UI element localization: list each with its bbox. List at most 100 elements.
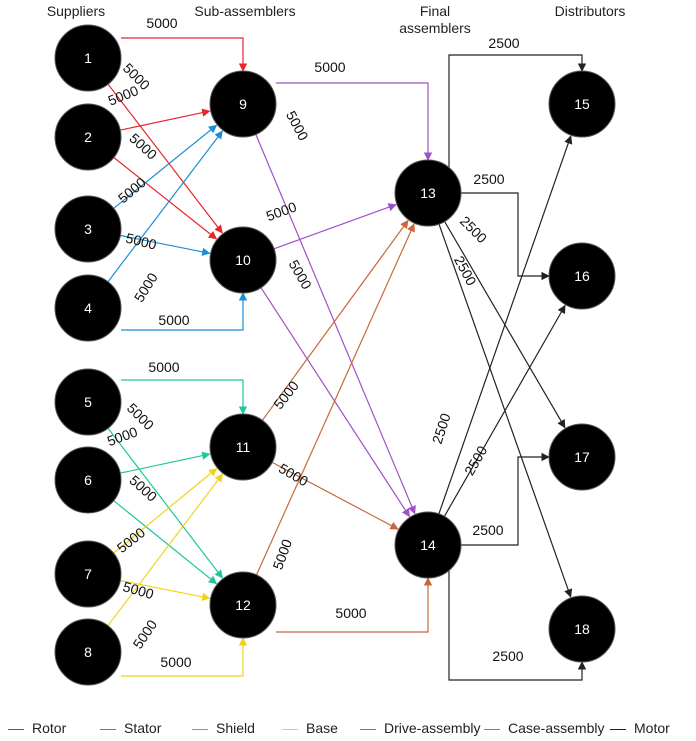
edge-12-to-14	[276, 577, 433, 633]
legend-item-rotor: Rotor	[8, 720, 66, 736]
node-circle-16	[548, 242, 616, 310]
edge-label-10-to-13: 5000	[264, 198, 299, 224]
edge-8-to-11	[107, 473, 224, 627]
node-17: 17	[548, 423, 616, 491]
edge-4-to-10	[121, 292, 248, 331]
edge-4-to-9	[107, 130, 223, 283]
node-label-15: 15	[574, 96, 590, 112]
node-label-2: 2	[84, 129, 92, 145]
edge-label-12-to-13: 5000	[269, 537, 295, 572]
edge-3-to-9	[113, 124, 218, 209]
edge-9-to-13	[276, 82, 433, 161]
legend-swatch-motor	[610, 728, 626, 730]
node-2: 2	[54, 103, 122, 171]
edge-labels-layer: 5000 5000 5000 5000 5000 5000 5000 5000 5000 5000…	[105, 15, 524, 670]
legend-label-stator: Stator	[124, 720, 162, 736]
node-10: 10	[209, 226, 277, 294]
column-header-final-line1: Final	[419, 3, 451, 19]
node-circle-18	[548, 595, 616, 663]
edge-13-to-16	[461, 192, 550, 281]
node-circle-13	[394, 159, 462, 227]
edge-label-14-to-15: 2500	[429, 411, 454, 446]
legend-item-drive-assembly: Drive-assembly	[360, 720, 480, 736]
edge-12-to-13	[255, 223, 415, 576]
edge-label-11-to-13: 5000	[270, 378, 302, 413]
edge-10-to-14	[260, 287, 411, 518]
node-7: 7	[54, 540, 122, 608]
edge-label-14-to-18: 2500	[492, 648, 523, 664]
node-label-9: 9	[239, 96, 247, 112]
node-5: 5	[54, 368, 122, 436]
edge-label-13-to-16: 2500	[473, 171, 504, 187]
node-15: 15	[548, 70, 616, 138]
legend-swatch-stator	[100, 728, 116, 730]
node-8: 8	[54, 618, 122, 686]
edge-label-2-to-10: 5000	[126, 130, 160, 163]
node-3: 3	[54, 195, 122, 263]
edge-2-to-10	[113, 157, 218, 240]
column-header-final-line2: assemblers	[399, 20, 471, 36]
node-12: 12	[209, 571, 277, 639]
column-header-final-assemblers: Final assemblers	[380, 3, 490, 37]
node-label-14: 14	[420, 537, 436, 553]
edge-10-to-13	[273, 203, 397, 250]
edge-11-to-13	[261, 219, 409, 421]
column-header-sub-assemblers: Sub-assemblers	[194, 3, 296, 19]
node-13: 13	[394, 159, 462, 227]
node-label-13: 13	[420, 185, 436, 201]
edge-3-to-10	[120, 234, 211, 256]
edge-1-to-10	[107, 83, 223, 234]
edge-label-3-to-9: 5000	[115, 174, 149, 206]
column-header-distributors: Distributors	[554, 3, 626, 19]
legend: Rotor Stator Shield Base Drive-assembly …	[0, 718, 696, 738]
node-label-6: 6	[84, 472, 92, 488]
node-1: 1	[54, 24, 122, 92]
edge-14-to-18	[448, 570, 587, 681]
node-label-11: 11	[236, 439, 251, 455]
edge-label-10-to-14: 5000	[286, 257, 316, 292]
node-circle-14	[394, 511, 462, 579]
node-circle-17	[548, 423, 616, 491]
node-11: 11	[209, 413, 277, 481]
legend-label-rotor: Rotor	[32, 720, 67, 736]
edges-layer	[107, 37, 587, 681]
node-circle-2	[54, 103, 122, 171]
edge-label-7-to-12: 5000	[121, 578, 156, 602]
edge-label-13-to-17: 2500	[457, 213, 490, 246]
edge-label-6-to-12: 5000	[126, 472, 160, 505]
legend-swatch-rotor	[8, 728, 24, 730]
node-label-5: 5	[84, 394, 92, 410]
node-circle-5	[54, 368, 122, 436]
legend-label-shield: Shield	[216, 720, 255, 736]
legend-label-drive-assembly: Drive-assembly	[384, 720, 481, 736]
legend-label-case-assembly: Case-assembly	[508, 720, 605, 736]
node-label-3: 3	[84, 221, 92, 237]
edge-1-to-9	[121, 37, 248, 72]
edge-6-to-11	[120, 451, 211, 474]
legend-swatch-shield	[192, 728, 208, 730]
node-label-17: 17	[574, 449, 590, 465]
node-label-18: 18	[574, 621, 590, 637]
legend-label-base: Base	[306, 720, 338, 736]
edge-label-13-to-15: 2500	[488, 35, 519, 51]
edge-label-9-to-13: 5000	[314, 59, 345, 75]
node-label-10: 10	[235, 252, 251, 268]
node-circle-3	[54, 195, 122, 263]
node-circle-1	[54, 24, 122, 92]
node-18: 18	[548, 595, 616, 663]
edge-label-12-to-14: 5000	[335, 605, 366, 621]
edge-label-4-to-9: 5000	[131, 270, 161, 305]
node-circle-10	[209, 226, 277, 294]
node-16: 16	[548, 242, 616, 310]
edge-6-to-12	[113, 500, 218, 585]
edge-11-to-14	[271, 461, 399, 530]
edge-label-8-to-11: 5000	[130, 617, 161, 652]
edge-13-to-15	[448, 54, 587, 168]
edge-14-to-17	[461, 452, 550, 546]
legend-swatch-base	[282, 728, 298, 730]
edge-7-to-11	[113, 467, 218, 554]
edge-label-4-to-10: 5000	[158, 312, 189, 328]
node-14: 14	[394, 511, 462, 579]
